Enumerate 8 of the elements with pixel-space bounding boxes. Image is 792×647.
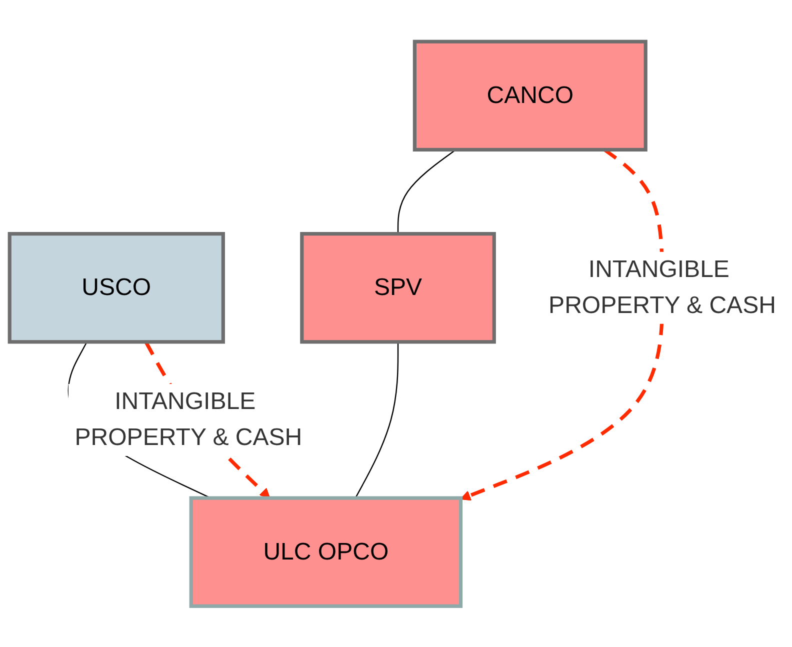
- node-box: CANCO: [412, 39, 648, 152]
- node-box: USCO: [8, 232, 225, 344]
- connector: [397, 148, 456, 234]
- connector: [354, 342, 399, 498]
- edge-label: INTANGIBLE PROPERTY & CASH: [548, 256, 776, 319]
- edge-label: INTANGIBLE PROPERTY & CASH: [74, 388, 302, 451]
- node-box: SPV: [300, 232, 496, 344]
- node-box: ULC OPCO: [189, 496, 463, 608]
